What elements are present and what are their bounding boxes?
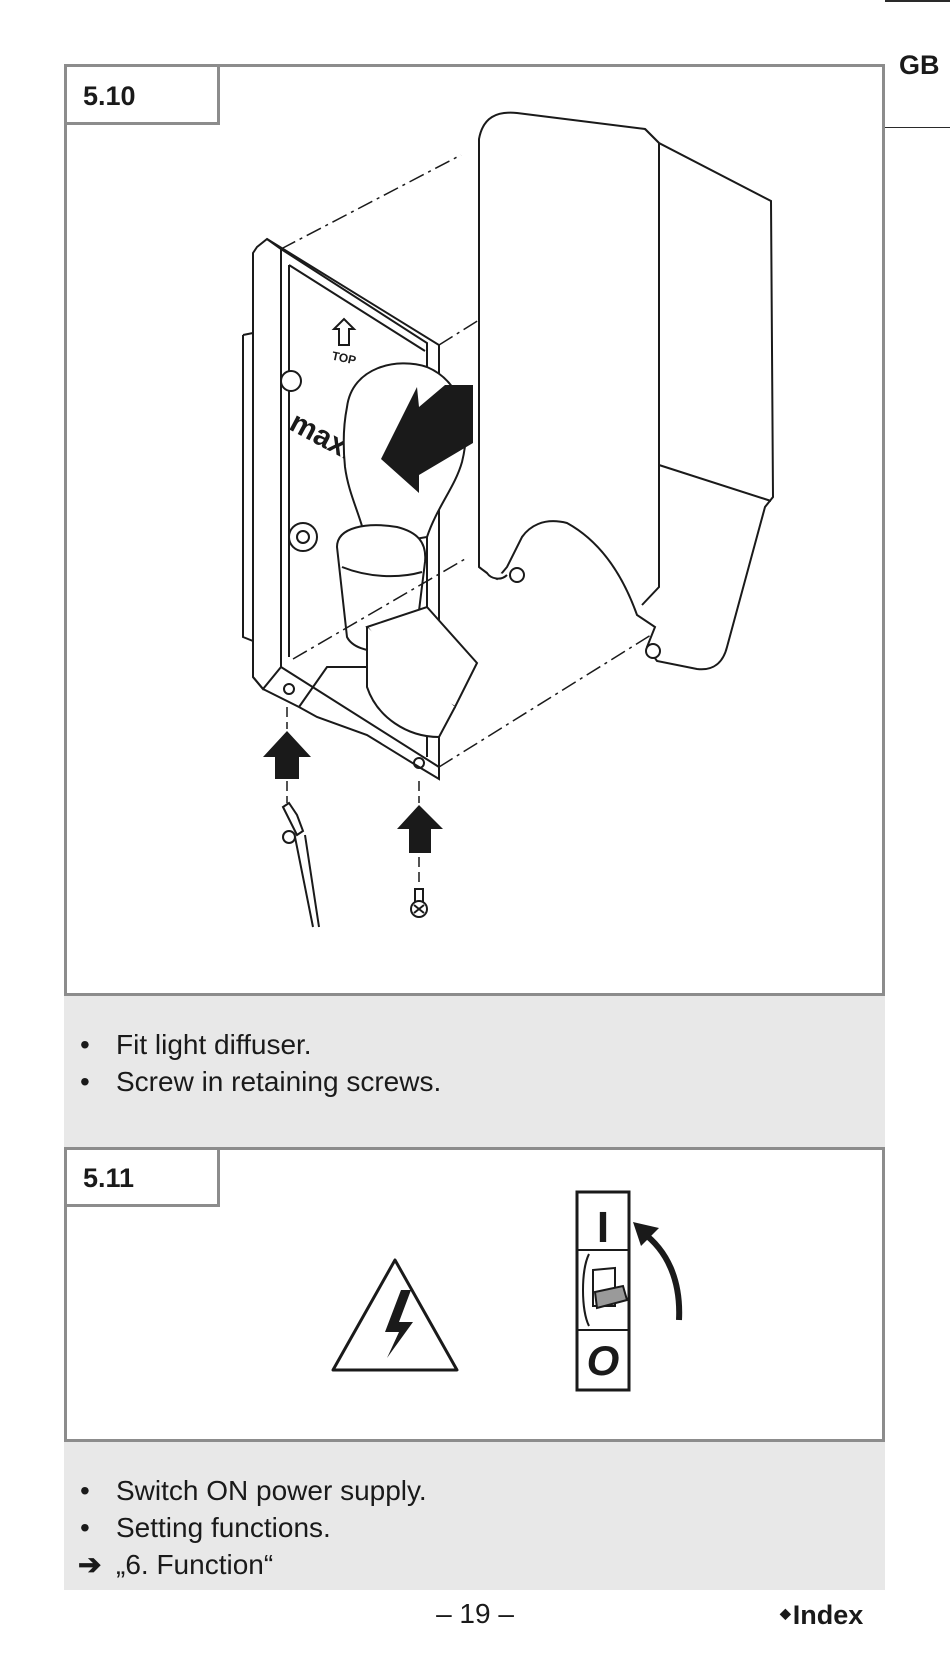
top-marker-text: TOP [331,349,358,368]
switch-on-label: I [597,1203,609,1252]
figure-step-5-10: 5.10 TOP max. 1 [64,64,885,996]
top-marker [331,317,357,346]
instructions-step-5-11: • Switch ON power supply. • Setting func… [64,1442,885,1590]
instruction-text: Screw in retaining screws. [116,1066,442,1097]
instruction-text: Switch ON power supply. [116,1475,427,1506]
arrow-right-icon: ➔ [78,1549,102,1580]
bullet-icon: • [80,1066,90,1097]
instruction-item: • Screw in retaining screws. [64,1063,885,1100]
screwdriver [281,801,320,928]
index-marker-icon: ◆ [780,1605,791,1621]
instruction-item: • Fit light diffuser. [64,1026,885,1063]
retaining-screw [410,888,428,918]
cross-reference-link[interactable]: ➔ „6. Function“ [64,1546,885,1583]
switch-off-label: O [587,1337,620,1384]
language-tab: GB [885,0,950,128]
cross-reference-text: „6. Function“ [116,1549,274,1580]
instruction-item: • Switch ON power supply. [64,1472,885,1509]
step-number: 5.11 [64,1147,220,1207]
step-number: 5.10 [64,64,220,125]
bullet-icon: • [80,1512,90,1543]
language-label: GB [899,50,940,80]
high-voltage-warning-icon [331,1258,459,1372]
lamp-housing [242,237,440,781]
bullet-icon: • [80,1029,90,1060]
figure-step-5-11: 5.11 I O [64,1147,885,1442]
instruction-text: Fit light diffuser. [116,1029,312,1060]
bullet-icon: • [80,1475,90,1506]
alignment-lines [280,154,652,768]
instruction-text: Setting functions. [116,1512,331,1543]
screw-direction-arrows [263,731,443,853]
instruction-item: • Setting functions. [64,1509,885,1546]
light-diffuser [478,111,775,671]
lamp-socket [365,605,479,739]
insertion-arrow [381,385,473,493]
circuit-breaker-switch-icon [575,1190,683,1392]
index-link[interactable]: ◆Index [780,1600,863,1631]
diffuser-fitting-illustration: TOP max. 1 [242,111,775,928]
instructions-step-5-10: • Fit light diffuser. • Screw in retaini… [64,996,885,1147]
page-number: – 19 – [436,1598,514,1629]
power-supply-illustration: I O [331,1190,683,1392]
index-label: Index [792,1600,864,1630]
